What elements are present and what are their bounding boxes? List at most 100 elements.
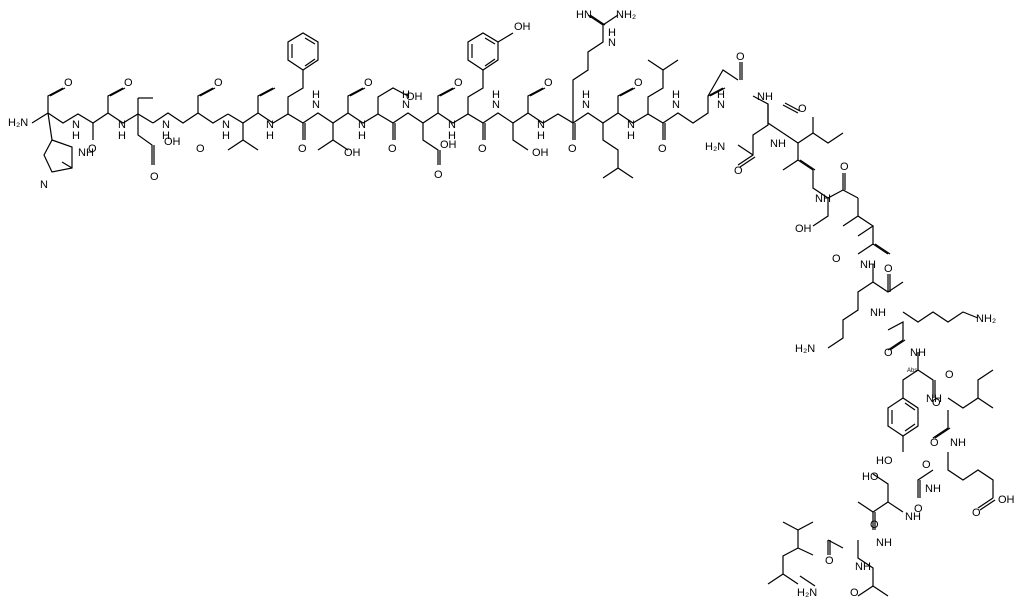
label-oh-ser4: HO bbox=[862, 471, 879, 483]
label-o12: O bbox=[478, 143, 487, 155]
label-oh-asp2: OH bbox=[440, 139, 457, 151]
label-n1: N bbox=[72, 119, 80, 131]
label-o27: O bbox=[922, 459, 931, 471]
label-o9: O bbox=[388, 143, 397, 155]
label-h4: H bbox=[222, 130, 230, 142]
label-o23: O bbox=[884, 347, 893, 359]
label-o16: O bbox=[658, 143, 667, 155]
label-h14: H bbox=[672, 89, 680, 101]
label-n-arg: N bbox=[608, 37, 616, 49]
label-nh25: NH bbox=[876, 537, 892, 549]
label-o8: O bbox=[364, 77, 373, 89]
label-o17: O bbox=[736, 51, 745, 63]
label-o11: O bbox=[434, 169, 443, 181]
label-o4: O bbox=[150, 171, 159, 183]
label-h13: H bbox=[627, 130, 635, 142]
label-o1: O bbox=[64, 77, 73, 89]
label-h1: H bbox=[72, 130, 80, 142]
label-h6: H bbox=[312, 89, 320, 101]
label-h9: H bbox=[448, 130, 456, 142]
label-o3: O bbox=[124, 77, 133, 89]
label-nh20: NH bbox=[870, 307, 886, 319]
label-n7: N bbox=[358, 119, 366, 131]
label-h2n-gln: H₂N bbox=[705, 141, 725, 153]
label-o14: O bbox=[568, 143, 577, 155]
label-abs: Abs bbox=[907, 368, 917, 374]
label-h-arg: H bbox=[608, 27, 616, 39]
label-o31: O bbox=[825, 555, 834, 567]
label-o29: O bbox=[914, 503, 923, 515]
label-h2n: H₂N bbox=[8, 117, 28, 129]
right-backbone bbox=[737, 95, 996, 597]
atom-labels: H₂N NH N N H N H N H N H N H N H N H N H… bbox=[8, 9, 1015, 599]
label-nh2-lys1: NH₂ bbox=[976, 313, 996, 325]
label-n3: N bbox=[162, 119, 170, 131]
top-backbone bbox=[31, 14, 743, 179]
label-o13: O bbox=[544, 77, 553, 89]
label-n12: N bbox=[582, 99, 590, 111]
phenyl-ring-tyr1 bbox=[467, 32, 514, 71]
label-n15: N bbox=[717, 99, 725, 111]
label-o21: O bbox=[832, 253, 841, 265]
label-n9: N bbox=[448, 119, 456, 131]
label-n8: N bbox=[402, 99, 410, 111]
label-nh23: NH bbox=[950, 437, 966, 449]
label-n14: N bbox=[672, 99, 680, 111]
label-n6: N bbox=[312, 99, 320, 111]
label-o26: O bbox=[930, 437, 939, 449]
label-o19: O bbox=[798, 103, 807, 115]
label-n4: N bbox=[222, 119, 230, 131]
label-n5: N bbox=[266, 119, 274, 131]
label-nh-his: NH bbox=[78, 147, 94, 159]
label-o7: O bbox=[298, 143, 307, 155]
label-o5: O bbox=[196, 143, 205, 155]
label-o10: O bbox=[454, 77, 463, 89]
label-oh-ser2: OH bbox=[532, 147, 549, 159]
label-nh17: NH bbox=[770, 138, 786, 150]
label-h7: H bbox=[358, 130, 366, 142]
label-h2n-cterm: H₂N bbox=[797, 587, 817, 599]
label-h2n-lys2: H₂N bbox=[795, 343, 815, 355]
label-o6: O bbox=[214, 77, 223, 89]
label-o18: O bbox=[734, 165, 743, 177]
label-n2: N bbox=[118, 119, 126, 131]
label-o22: O bbox=[884, 263, 893, 275]
label-nh27: NH bbox=[905, 511, 921, 523]
label-h5: H bbox=[266, 130, 274, 142]
label-nh21: NH bbox=[910, 347, 926, 359]
label-n11: N bbox=[537, 119, 545, 131]
label-n-his: N bbox=[40, 179, 48, 191]
label-nh-arg: HN bbox=[576, 9, 592, 21]
label-h10: H bbox=[492, 89, 500, 101]
label-n10: N bbox=[492, 99, 500, 111]
label-nh26: NH bbox=[855, 561, 871, 573]
label-nh16: NH bbox=[757, 91, 773, 103]
label-h3: H bbox=[162, 130, 170, 142]
label-h2: H bbox=[118, 130, 126, 142]
label-oh-ser3: OH bbox=[795, 223, 812, 235]
label-o28: O bbox=[972, 507, 981, 519]
label-nh19: NH bbox=[860, 259, 876, 271]
label-nh2-arg: NH₂ bbox=[616, 9, 636, 21]
label-h8: H bbox=[402, 89, 410, 101]
label-o25: O bbox=[945, 369, 954, 381]
label-o32: O bbox=[850, 587, 859, 599]
label-oh-thr: OH bbox=[344, 147, 361, 159]
label-o2: O bbox=[88, 143, 97, 155]
phenyl-ring-tyr2 bbox=[887, 397, 919, 452]
label-nh18: NH bbox=[815, 193, 831, 205]
label-o30: O bbox=[870, 519, 879, 531]
label-oh-ser1: OH bbox=[406, 91, 423, 103]
label-o20: O bbox=[840, 161, 849, 173]
label-h11: H bbox=[537, 130, 545, 142]
label-h12: H bbox=[582, 89, 590, 101]
label-h15: H bbox=[717, 89, 725, 101]
label-oh-asp1: OH bbox=[164, 136, 181, 148]
label-oh-tyr1: OH bbox=[514, 21, 531, 33]
label-oh-tyr2: HO bbox=[876, 455, 893, 467]
label-o15: O bbox=[634, 77, 643, 89]
label-nh22: NH bbox=[926, 393, 942, 405]
label-oh-glu: OH bbox=[998, 494, 1015, 506]
label-n13: N bbox=[627, 119, 635, 131]
